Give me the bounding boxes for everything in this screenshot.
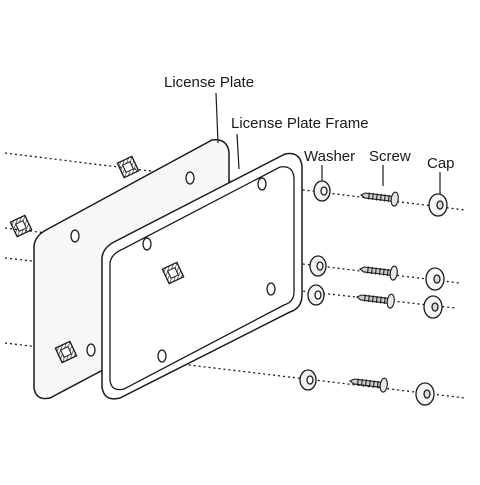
screw-4 <box>348 377 388 393</box>
frame-inner-edge <box>109 166 295 391</box>
washers <box>299 180 331 391</box>
plate-hole-top-left <box>70 229 80 243</box>
screw-2 <box>358 265 398 281</box>
washer-1 <box>313 180 331 202</box>
leader-lines <box>215 92 441 194</box>
washer-2 <box>309 255 327 277</box>
leader-license-plate-frame <box>236 133 240 170</box>
license-plate-frame <box>101 152 303 400</box>
cap-2 <box>425 267 445 291</box>
mounting-clip-4 <box>54 340 78 364</box>
cap-3 <box>423 295 443 319</box>
washer-4 <box>299 369 317 391</box>
screw-1 <box>359 191 399 207</box>
cap-4 <box>415 382 435 406</box>
mounting-clips <box>9 155 185 364</box>
washer-3 <box>307 284 325 306</box>
frame-hole-bottom-left <box>157 349 167 363</box>
cap-1 <box>428 193 448 217</box>
axis-line-bottom <box>4 342 466 399</box>
mounting-clip-1 <box>116 155 140 179</box>
license-plate-frame-label: License Plate Frame <box>231 115 369 132</box>
mounting-clip-3 <box>161 261 185 285</box>
plate-hole-bottom-left <box>86 343 96 357</box>
caps <box>415 193 448 406</box>
mounting-clip-2 <box>9 214 33 238</box>
leader-license-plate <box>215 92 219 144</box>
cap-label: Cap <box>427 155 455 172</box>
frame-hole-top-left <box>142 237 152 251</box>
plate-hole-top-right <box>185 171 195 185</box>
frame-hole-top-right <box>257 177 267 191</box>
license-plate-label: License Plate <box>164 74 255 91</box>
frame-hole-bottom-right <box>266 282 276 296</box>
washer-label: Washer <box>304 148 356 165</box>
screws <box>348 191 399 393</box>
screw-label: Screw <box>369 148 411 165</box>
screw-3 <box>355 293 395 309</box>
